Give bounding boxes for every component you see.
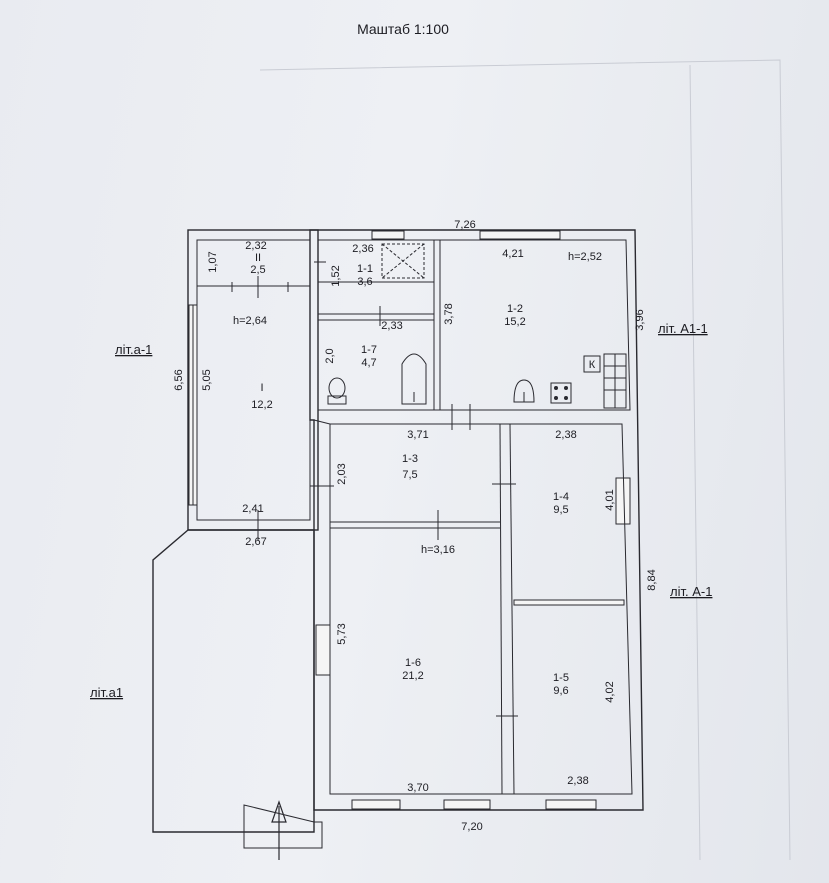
dim-I-bottom: 2,41 — [242, 503, 263, 515]
dim-1-2-width: 4,21 — [502, 248, 523, 260]
dim-1-4-height: 4,01 — [604, 489, 616, 510]
dim-right-total: 8,84 — [646, 569, 658, 590]
room-area: 2,5 — [250, 264, 265, 276]
boiler-label: К — [589, 359, 596, 371]
literal-A1-minus-1: літ. А1-1 — [658, 321, 708, 336]
dim-1-3-width: 3,71 — [407, 429, 428, 441]
literal-a-minus-1: літ.а-1 — [115, 342, 152, 357]
window-right-1 — [615, 477, 631, 525]
room-1-6: 1-6 21,2 — [402, 657, 423, 682]
boiler-box: К — [583, 355, 601, 373]
room-1-2: 1-2 15,2 — [504, 303, 525, 328]
bathtub-icon — [401, 353, 427, 405]
room-id: 1-5 — [553, 672, 569, 684]
window-left-1-6 — [315, 624, 331, 676]
room-id: 1-1 — [357, 263, 373, 275]
room-id: 1-4 — [553, 491, 569, 503]
dim-I-outer-bottom: 2,67 — [245, 536, 266, 548]
room-1-5: 1-5 9,6 — [553, 672, 569, 697]
dim-1-7-width: 2,33 — [381, 320, 402, 332]
dim-1-2-height: 3,78 — [443, 303, 455, 324]
room-1-3: 1-3 7,5 — [402, 453, 418, 481]
dim-1-7-height: 2,0 — [324, 348, 336, 363]
toilet-icon — [327, 377, 347, 405]
skylight — [381, 243, 425, 279]
window-top-1 — [371, 230, 405, 240]
dim-right-upper: 3,96 — [634, 309, 646, 330]
entrance-arrow-icon — [271, 800, 287, 860]
room-I: I 12,2 — [251, 382, 272, 411]
room-id: 1-7 — [361, 344, 377, 356]
dim-1-3-height: 2,03 — [336, 463, 348, 484]
room-1-4: 1-4 9,5 — [553, 491, 569, 516]
dim-left-outer: 6,56 — [173, 369, 185, 390]
door-marks — [231, 261, 518, 717]
room-area: 9,5 — [553, 504, 568, 516]
dim-1-6-width: 3,70 — [407, 782, 428, 794]
room-area: 7,5 — [402, 469, 417, 481]
dim-1-1-width: 2,36 — [352, 243, 373, 255]
literal-a1: літ.а1 — [90, 685, 123, 700]
window-bottom-1 — [351, 799, 401, 810]
height-I: h=2,64 — [233, 315, 267, 327]
upper-inner-outline — [317, 239, 631, 411]
dim-1-6-height: 5,73 — [336, 623, 348, 644]
room-area: 9,6 — [553, 685, 568, 697]
window-top-2 — [479, 230, 561, 240]
room-II: II 2,5 — [250, 252, 265, 276]
room-1-1: 1-1 3,6 — [357, 263, 373, 288]
dim-1-1-height: 1,52 — [330, 265, 342, 286]
window-bottom-3 — [545, 799, 597, 810]
room-area: 12,2 — [251, 399, 272, 411]
lower-inner-outline — [329, 423, 633, 795]
window-bottom-2 — [443, 799, 491, 810]
stove-icon — [550, 382, 572, 404]
wall-1-4-1-5 — [513, 599, 625, 606]
dim-bottom-total: 7,20 — [461, 821, 482, 833]
annex-a-1-inner — [196, 239, 311, 521]
dim-top-total: 7,26 — [454, 219, 475, 231]
room-id: 1-6 — [405, 657, 421, 669]
dim-1-4-width: 2,38 — [555, 429, 576, 441]
room-1-7: 1-7 4,7 — [361, 344, 377, 369]
background-frame — [259, 59, 791, 861]
dim-porch-top: 2,32 — [245, 240, 266, 252]
sink-icon — [513, 379, 535, 403]
room-area: 3,6 — [357, 276, 372, 288]
dim-1-5-height: 4,02 — [604, 681, 616, 702]
literal-A-minus-1: літ. А-1 — [670, 584, 712, 599]
room-id: 1-2 — [507, 303, 523, 315]
room-id: 1-3 — [402, 453, 418, 465]
room-area: 4,7 — [361, 357, 376, 369]
furnace-icon — [603, 353, 627, 409]
annex-a1-outline — [152, 529, 315, 833]
house-outline — [309, 229, 644, 811]
dim-porch-left: 1,07 — [207, 251, 219, 272]
room-area: 15,2 — [504, 316, 525, 328]
dim-left-inner: 5,05 — [201, 369, 213, 390]
room-id: II — [255, 252, 261, 264]
scale-title: Маштаб 1:100 — [357, 21, 449, 37]
room-area: 21,2 — [402, 670, 423, 682]
height-core: h=3,16 — [421, 544, 455, 556]
entrance-steps — [243, 804, 323, 849]
room-id: I — [260, 382, 263, 394]
dim-1-5-width: 2,38 — [567, 775, 588, 787]
height-1-2: h=2,52 — [568, 251, 602, 263]
